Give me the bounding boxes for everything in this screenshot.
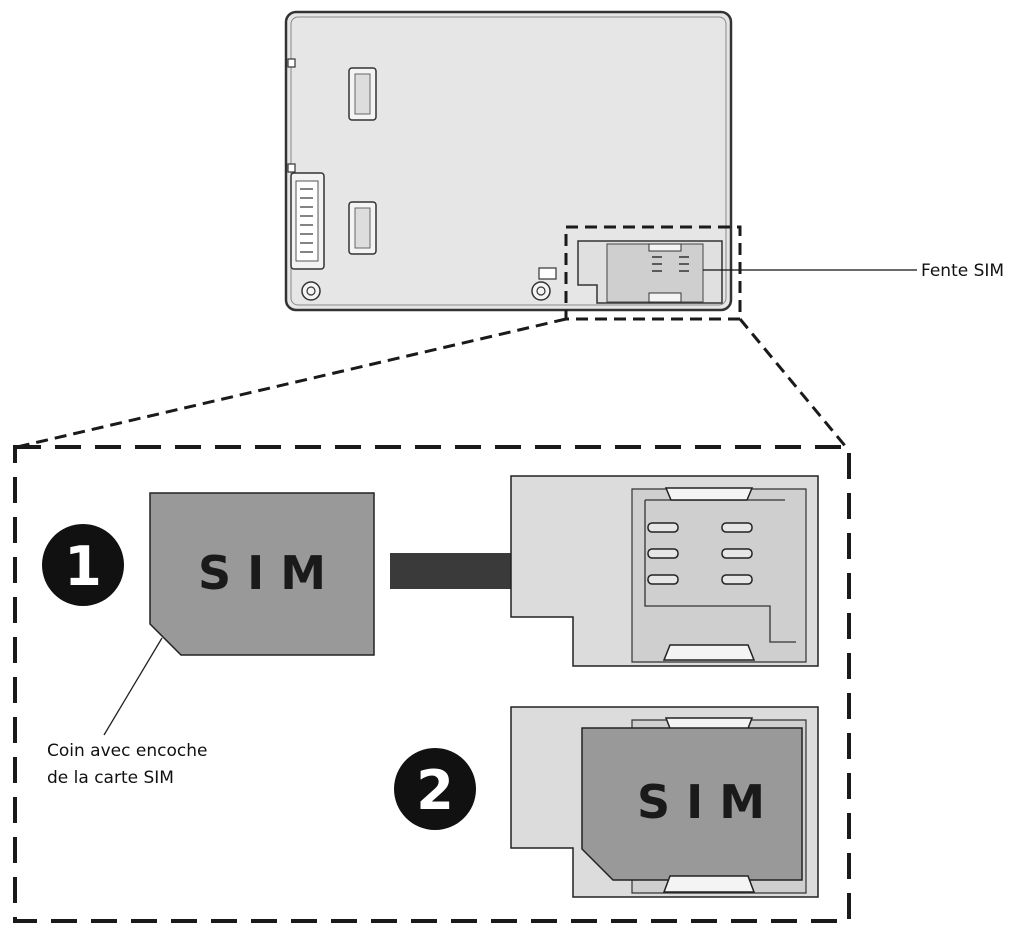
notch-label-line2: de la carte SIM [47, 768, 174, 788]
device-clip-lower [348, 201, 377, 255]
device-connector [290, 172, 325, 270]
zoom-line-left [16, 317, 567, 449]
zoom-region [564, 225, 742, 321]
step-2-number: 2 [416, 759, 454, 822]
sim-card-step-1: S I M [149, 492, 375, 656]
sim-slot-with-card: S I M [510, 706, 819, 898]
step-1-badge: 1 [42, 524, 124, 606]
sim-card-step-2: S I M [581, 727, 803, 881]
device-sim-slot-mini [577, 240, 723, 304]
zoom-box [13, 445, 851, 923]
sim-card-label-1: S I M [198, 546, 326, 600]
notch-label-line1: Coin avec encoche [47, 741, 207, 761]
zoom-line-right [738, 318, 848, 448]
step-1-number: 1 [64, 535, 102, 598]
sim-slot-open [510, 475, 819, 667]
screw-right [531, 281, 551, 301]
device-clip-upper [348, 67, 377, 121]
notch-callout-line [103, 637, 163, 736]
sim-card-label-2: S I M [637, 775, 765, 829]
step-2-badge: 2 [394, 748, 476, 830]
device-back-panel [284, 10, 733, 312]
screw-left [301, 281, 321, 301]
sim-slot-label: Fente SIM [921, 261, 1004, 281]
